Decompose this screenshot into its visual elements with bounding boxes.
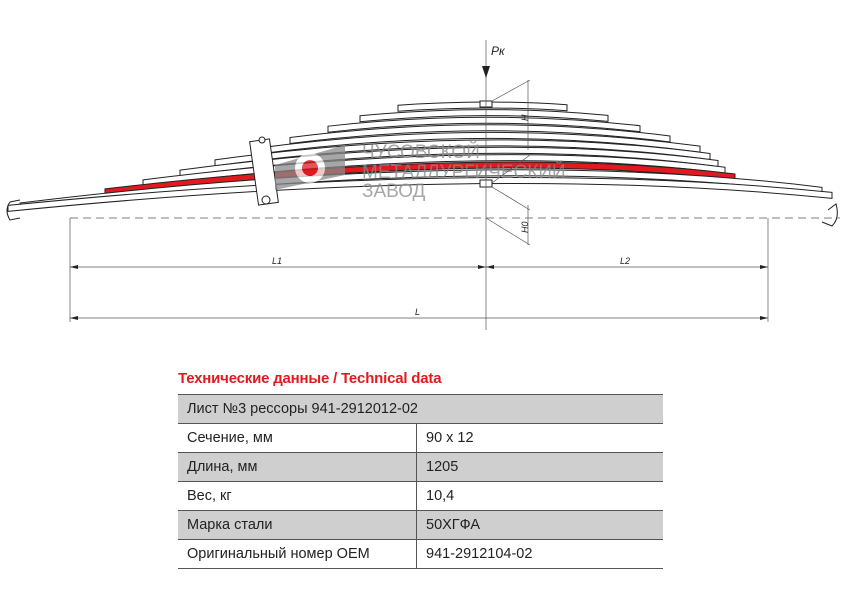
watermark-line-1: ЧУСОВСКОЙ (362, 141, 480, 163)
left-spring-eye (6, 199, 21, 221)
row-label: Вес, кг (178, 481, 417, 511)
row-value: 941-2912104-02 (416, 539, 663, 569)
row-label: Марка стали (178, 510, 417, 540)
leaf-spring-drawing: ЧУСОВСКОЙ МЕТАЛЛУРГИЧЕСКИЙ ЗАВОД Pк H H0… (6, 40, 840, 330)
arrow-down-icon (482, 66, 490, 78)
l1-label: L1 (272, 256, 282, 266)
row-value: 50ХГФА (416, 510, 663, 540)
watermark-line-2: МЕТАЛЛУРГИЧЕСКИЙ (362, 161, 566, 183)
spring-leaf (359, 109, 609, 123)
l2-label: L2 (620, 256, 630, 266)
row-value: 1205 (416, 452, 663, 482)
height0-label: H0 (520, 221, 530, 233)
right-spring-eye (821, 203, 838, 227)
row-label: Сечение, мм (178, 423, 417, 453)
spec-title: Технические данные / Technical data (178, 370, 442, 387)
spec-header: Лист №3 рессоры 941-2912012-02 (178, 394, 663, 424)
row-value: 90 х 12 (416, 423, 663, 453)
load-label: Pк (491, 44, 506, 58)
watermark-line-3: ЗАВОД (362, 181, 426, 202)
spring-clamp (249, 136, 279, 206)
row-label: Оригинальный номер OEM (178, 539, 417, 569)
spring-leaf (327, 116, 641, 133)
row-value: 10,4 (416, 481, 663, 511)
spec-table: Лист №3 рессоры 941-2912012-02 Сечение, … (178, 394, 663, 569)
l-label: L (415, 307, 420, 317)
height-label: H (520, 114, 530, 121)
row-label: Длина, мм (178, 452, 417, 482)
spec-header-row: Лист №3 рессоры 941-2912012-02 (178, 394, 663, 424)
